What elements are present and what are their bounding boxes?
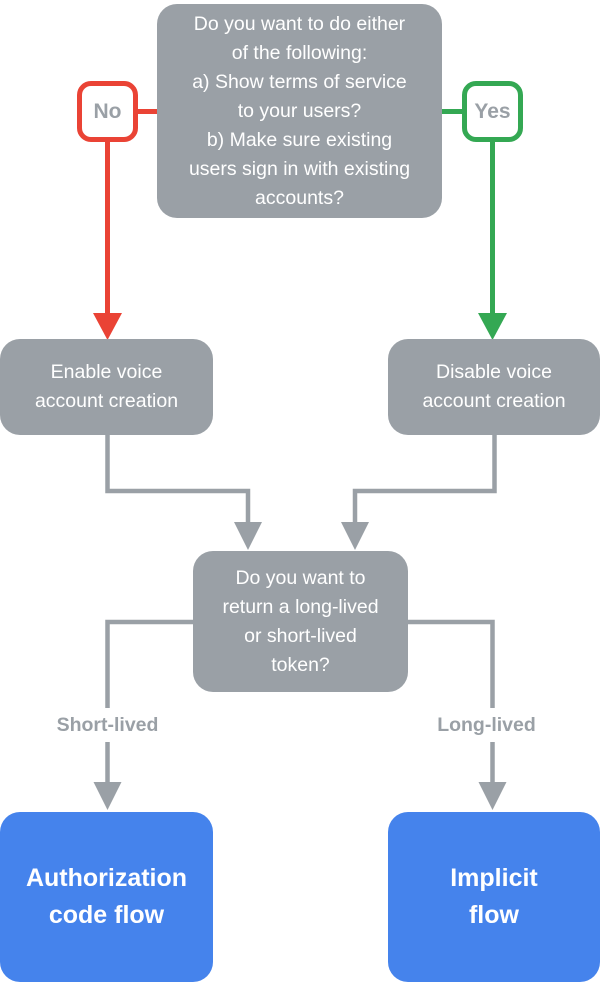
token-question-node: Do you want to return a long-lived or sh… [193,551,408,692]
enable-to-token-arrowhead-icon [234,522,262,550]
top-question-node: Do you want to do either of the followin… [157,4,442,218]
no-badge: No [77,81,138,142]
enable-voice-account-creation-node: Enable voice account creation [0,339,213,435]
implicit-flow-node: Implicit flow [388,812,600,982]
authorization-code-flow-node: Authorization code flow [0,812,213,982]
disable-to-token-arrowhead-icon [341,522,369,550]
token-to-auth-line [105,619,194,784]
disable-voice-account-creation-node: Disable voice account creation [388,339,600,435]
short-lived-branch-label: Short-lived [23,708,192,742]
token-to-implicit-arrowhead-icon [478,782,507,810]
enable-to-token-line [105,433,251,524]
yes-badge: Yes [462,81,523,142]
disable-to-token-line [352,433,497,524]
no-branch-arrowhead-icon [93,313,122,340]
long-lived-branch-label: Long-lived [411,708,562,742]
token-to-auth-arrowhead-icon [93,782,122,810]
yes-branch-arrowhead-icon [478,313,507,340]
token-to-implicit-line [407,619,495,784]
